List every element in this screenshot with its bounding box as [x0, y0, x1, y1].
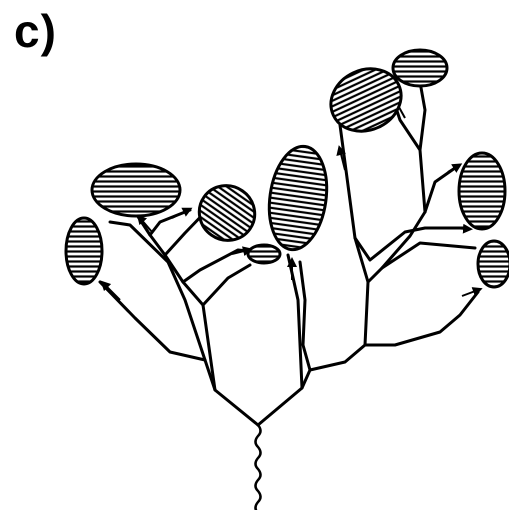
root-stem	[256, 425, 261, 510]
ellipse-center-tall	[263, 143, 333, 254]
branch-outlines	[100, 82, 478, 425]
ellipse-left-mid	[189, 175, 266, 251]
left-trunk	[203, 265, 258, 425]
ellipse-small-center	[248, 245, 280, 263]
left-loop	[100, 282, 205, 360]
ellipse-top-left	[92, 164, 180, 216]
terminal-ellipses	[66, 50, 509, 287]
ellipse-right-mid	[459, 153, 505, 229]
ellipse-far-left	[66, 218, 102, 284]
ellipse-right-low	[478, 241, 509, 287]
ellipse-top-right	[393, 50, 447, 86]
left-branch-outer	[110, 222, 215, 390]
